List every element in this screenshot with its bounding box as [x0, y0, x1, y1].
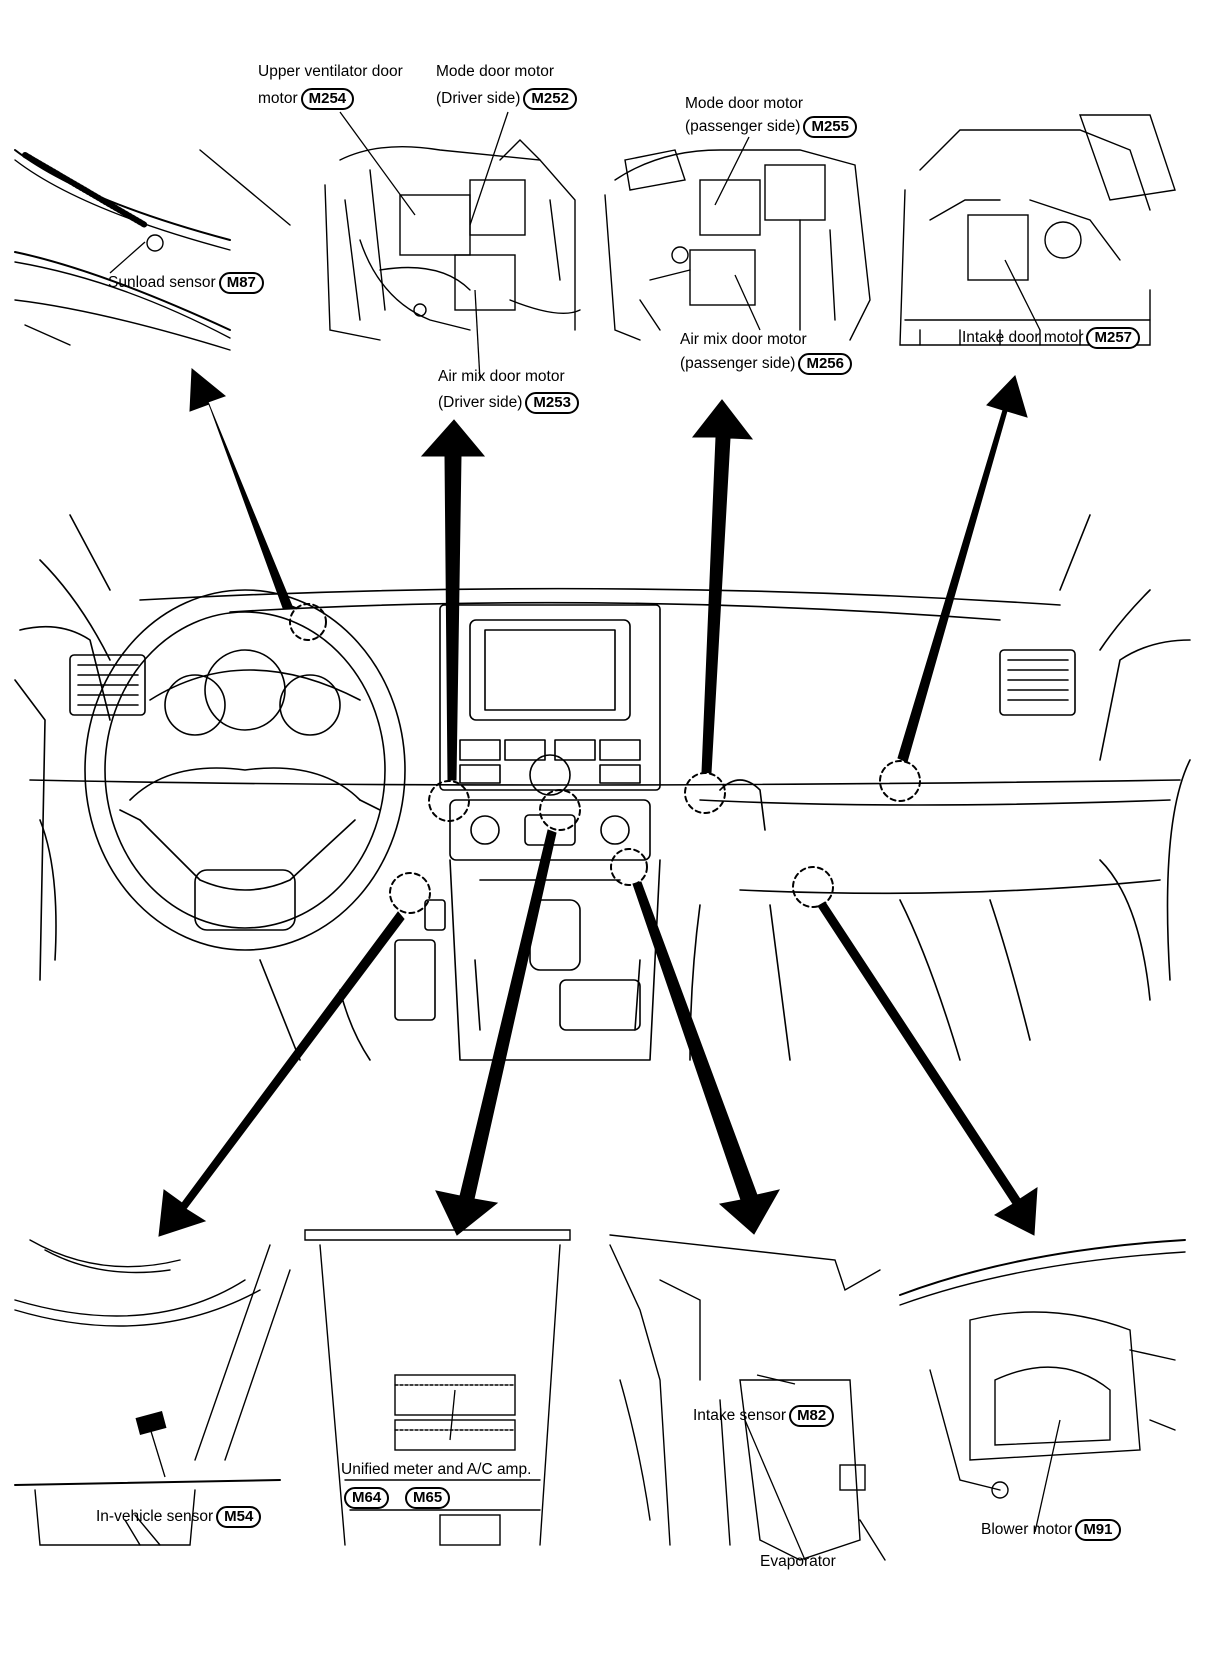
- unified-meter-label: Unified meter and A/C amp.: [341, 1461, 532, 1478]
- evaporator-label: Evaporator: [760, 1553, 836, 1570]
- in-vehicle-sensor-code: M54: [216, 1506, 262, 1528]
- unified-meter-code-2: M65: [405, 1487, 451, 1509]
- blower-motor-code: M91: [1075, 1519, 1121, 1541]
- airmix-passenger-code: M256: [798, 353, 852, 375]
- in-vehicle-sensor-illustration: [14, 1239, 291, 1546]
- driver-side-motors-illustration: [324, 139, 581, 341]
- mode-driver-code: M252: [523, 88, 577, 110]
- mode-passenger-label-line2: (passenger side)M255: [685, 116, 857, 138]
- mode-driver-label-line2: (Driver side)M252: [436, 88, 577, 110]
- mode-passenger-code: M255: [803, 116, 857, 138]
- airmix-passenger-label-line1: Air mix door motor: [680, 331, 807, 348]
- intake-door-code: M257: [1086, 327, 1141, 349]
- upper-vent-label-line1: Upper ventilator door: [258, 63, 403, 80]
- unified-meter-illustration: [304, 1229, 571, 1546]
- intake-sensor-code: M82: [789, 1405, 835, 1427]
- blower-motor-illustration: [899, 1239, 1186, 1499]
- upper-vent-code: M254: [300, 88, 355, 110]
- intake-sensor-illustration: [609, 1234, 886, 1561]
- airmix-passenger-label-line2: (passenger side)M256: [680, 353, 852, 375]
- airmix-driver-code: M253: [525, 392, 579, 414]
- airmix-driver-label-line1: Air mix door motor: [438, 368, 565, 385]
- sunload-sensor-code: M87: [218, 272, 264, 294]
- mode-passenger-label-line1: Mode door motor: [685, 95, 804, 112]
- passenger-side-motors-illustration: [604, 149, 871, 341]
- intake-door-motor-illustration: [899, 114, 1176, 346]
- mode-driver-label-line1: Mode door motor: [436, 63, 555, 80]
- location-markers: [289, 603, 921, 914]
- airmix-driver-label-line2: (Driver side)M253: [438, 392, 579, 414]
- sunload-sensor-illustration: [14, 149, 291, 351]
- dashboard-illustration: [14, 514, 1191, 1061]
- unified-meter-code-1: M64: [344, 1487, 390, 1509]
- leader-lines: [109, 111, 1061, 1561]
- arrows: [158, 367, 1038, 1237]
